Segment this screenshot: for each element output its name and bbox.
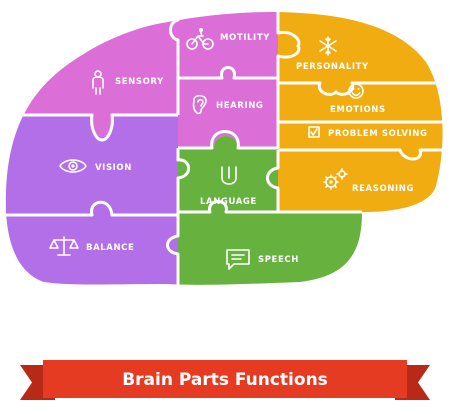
puzzle-seams xyxy=(0,0,450,300)
speech-piece xyxy=(178,212,362,285)
speech-bubble-icon xyxy=(226,249,250,270)
sensory-label: SENSORY xyxy=(115,77,164,87)
gears-icon xyxy=(323,168,348,190)
banner-title: Brain Parts Functions xyxy=(122,370,328,390)
personality-label: PERSONALITY xyxy=(296,62,369,72)
vision-piece xyxy=(5,115,178,215)
smiley-icon xyxy=(348,83,364,99)
emotions-label: EMOTIONS xyxy=(330,105,386,115)
motility-label: MOTILITY xyxy=(220,33,270,43)
problem-solving-label: PROBLEM SOLVING xyxy=(328,129,428,139)
scales-icon xyxy=(49,236,79,256)
cyclist-icon xyxy=(186,28,214,50)
checkbox-icon xyxy=(308,126,320,138)
eye-icon xyxy=(59,159,87,173)
emotions-piece xyxy=(278,83,443,122)
hearing-label: HEARING xyxy=(216,101,264,111)
reasoning-label: REASONING xyxy=(352,184,414,194)
balance-label: BALANCE xyxy=(86,243,134,253)
tongue-icon xyxy=(221,166,237,185)
ear-icon xyxy=(192,94,207,115)
problem-solving-piece xyxy=(278,122,443,150)
balance-piece xyxy=(5,215,178,285)
reasoning-piece xyxy=(278,150,443,220)
snowflake-icon xyxy=(319,36,337,56)
language-label: LANGUAGE xyxy=(200,197,257,207)
title-banner: Brain Parts Functions xyxy=(20,360,430,400)
brain-puzzle xyxy=(5,12,443,285)
vision-label: VISION xyxy=(95,163,132,173)
language-piece xyxy=(178,136,278,212)
speech-label: SPEECH xyxy=(258,255,299,265)
banner-body xyxy=(43,360,407,398)
motility-piece xyxy=(178,12,302,78)
person-icon xyxy=(92,70,104,95)
